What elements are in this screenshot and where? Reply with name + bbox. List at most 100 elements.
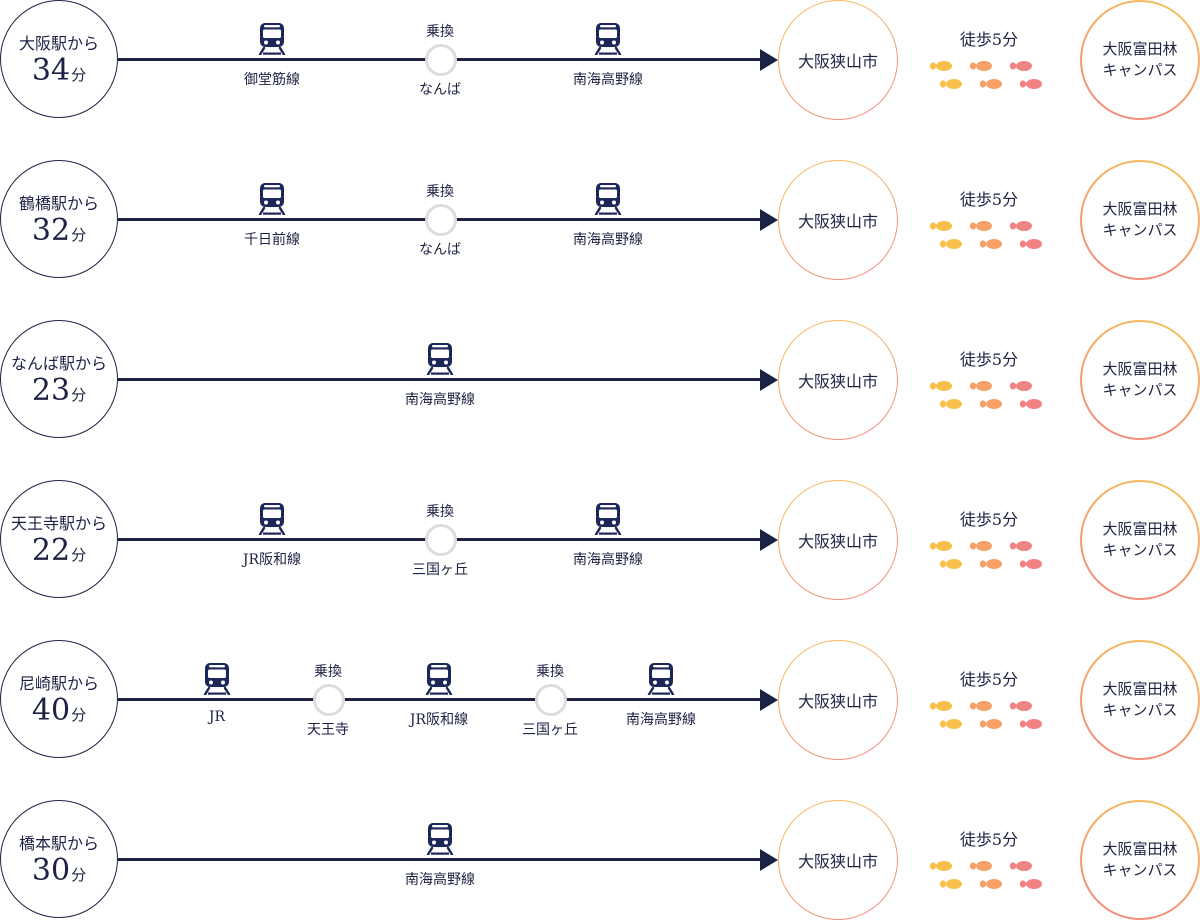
transfer-point xyxy=(425,204,457,236)
train-icon xyxy=(203,663,231,696)
train-icon xyxy=(647,663,675,696)
train-icon xyxy=(258,183,286,216)
station-circle: 大阪狭山市 xyxy=(778,800,898,920)
origin-label: 鶴橋駅から xyxy=(18,194,99,213)
arrow-head-icon xyxy=(760,369,778,391)
campus-name-sub: キャンパス xyxy=(1102,381,1178,399)
origin-label: 尼崎駅から xyxy=(18,674,99,693)
travel-minutes: 23 xyxy=(31,373,71,408)
campus-name: 大阪富田林 xyxy=(1102,680,1178,698)
line-name: 南海高野線 xyxy=(405,392,475,408)
line-name: JR阪和線 xyxy=(242,552,302,568)
minute-unit: 分 xyxy=(71,66,87,84)
campus-circle: 大阪富田林キャンパス xyxy=(1080,480,1200,600)
route-line xyxy=(118,698,764,701)
arrow-head-icon xyxy=(760,529,778,551)
campus-circle: 大阪富田林キャンパス xyxy=(1080,160,1200,280)
campus-circle: 大阪富田林キャンパス xyxy=(1080,640,1200,760)
origin-label: 大阪駅から xyxy=(18,34,99,53)
minute-unit: 分 xyxy=(71,226,87,244)
origin-label: なんば駅から xyxy=(10,354,107,373)
travel-minutes: 32 xyxy=(31,213,71,248)
walk-label: 徒歩5分 xyxy=(959,30,1019,49)
walk-label: 徒歩5分 xyxy=(959,510,1019,529)
campus-name: 大阪富田林 xyxy=(1102,40,1178,58)
campus-name-sub: キャンパス xyxy=(1102,61,1178,79)
minute-unit: 分 xyxy=(71,546,87,564)
transfer-point xyxy=(535,684,567,716)
transfer-label: 乗換 xyxy=(426,504,454,520)
footprints-icon xyxy=(928,378,1052,414)
transfer-station: 三国ヶ丘 xyxy=(412,562,468,578)
campus-circle: 大阪富田林キャンパス xyxy=(1080,0,1200,120)
train-icon xyxy=(594,183,622,216)
travel-minutes: 22 xyxy=(31,533,71,568)
travel-time: 30分 xyxy=(1,853,117,893)
station-name: 大阪狭山市 xyxy=(797,52,878,71)
campus-circle: 大阪富田林キャンパス xyxy=(1080,800,1200,920)
travel-minutes: 40 xyxy=(31,693,71,728)
transfer-point xyxy=(425,44,457,76)
footprints-icon xyxy=(928,58,1052,94)
route-line xyxy=(118,858,764,861)
travel-time: 32分 xyxy=(1,213,117,253)
campus-circle: 大阪富田林キャンパス xyxy=(1080,320,1200,440)
minute-unit: 分 xyxy=(71,706,87,724)
train-icon xyxy=(594,503,622,536)
travel-time: 23分 xyxy=(1,373,117,413)
transfer-label: 乗換 xyxy=(426,184,454,200)
train-icon xyxy=(258,503,286,536)
line-name: 千日前線 xyxy=(244,232,300,248)
station-name: 大阪狭山市 xyxy=(797,372,878,391)
train-icon xyxy=(258,23,286,56)
station-name: 大阪狭山市 xyxy=(797,692,878,711)
walk-label: 徒歩5分 xyxy=(959,670,1019,689)
campus-name: 大阪富田林 xyxy=(1102,200,1178,218)
walk-label: 徒歩5分 xyxy=(959,350,1019,369)
travel-minutes: 30 xyxy=(31,853,71,888)
walk-label: 徒歩5分 xyxy=(959,830,1019,849)
arrow-head-icon xyxy=(760,689,778,711)
transfer-point xyxy=(425,524,457,556)
campus-name-sub: キャンパス xyxy=(1102,701,1178,719)
footprints-icon xyxy=(928,698,1052,734)
origin-label: 天王寺駅から xyxy=(10,514,107,533)
train-icon xyxy=(426,343,454,376)
station-name: 大阪狭山市 xyxy=(797,532,878,551)
minute-unit: 分 xyxy=(71,866,87,884)
line-name: 南海高野線 xyxy=(573,72,643,88)
campus-name: 大阪富田林 xyxy=(1102,840,1178,858)
transfer-label: 乗換 xyxy=(426,24,454,40)
origin-label: 橋本駅から xyxy=(18,834,99,853)
route-line xyxy=(118,378,764,381)
transfer-station: 三国ヶ丘 xyxy=(522,722,578,738)
travel-time: 34分 xyxy=(1,53,117,93)
arrow-head-icon xyxy=(760,849,778,871)
transfer-station: 天王寺 xyxy=(307,722,349,738)
footprints-icon xyxy=(928,218,1052,254)
transfer-station: なんば xyxy=(419,82,461,98)
travel-minutes: 34 xyxy=(31,53,71,88)
line-name: JR阪和線 xyxy=(409,712,469,728)
travel-time: 40分 xyxy=(1,693,117,733)
station-circle: 大阪狭山市 xyxy=(778,320,898,440)
arrow-head-icon xyxy=(760,209,778,231)
minute-unit: 分 xyxy=(71,386,87,404)
transfer-label: 乗換 xyxy=(536,664,564,680)
footprints-icon xyxy=(928,538,1052,574)
train-icon xyxy=(426,823,454,856)
station-circle: 大阪狭山市 xyxy=(778,640,898,760)
campus-name: 大阪富田林 xyxy=(1102,360,1178,378)
station-circle: 大阪狭山市 xyxy=(778,0,898,120)
